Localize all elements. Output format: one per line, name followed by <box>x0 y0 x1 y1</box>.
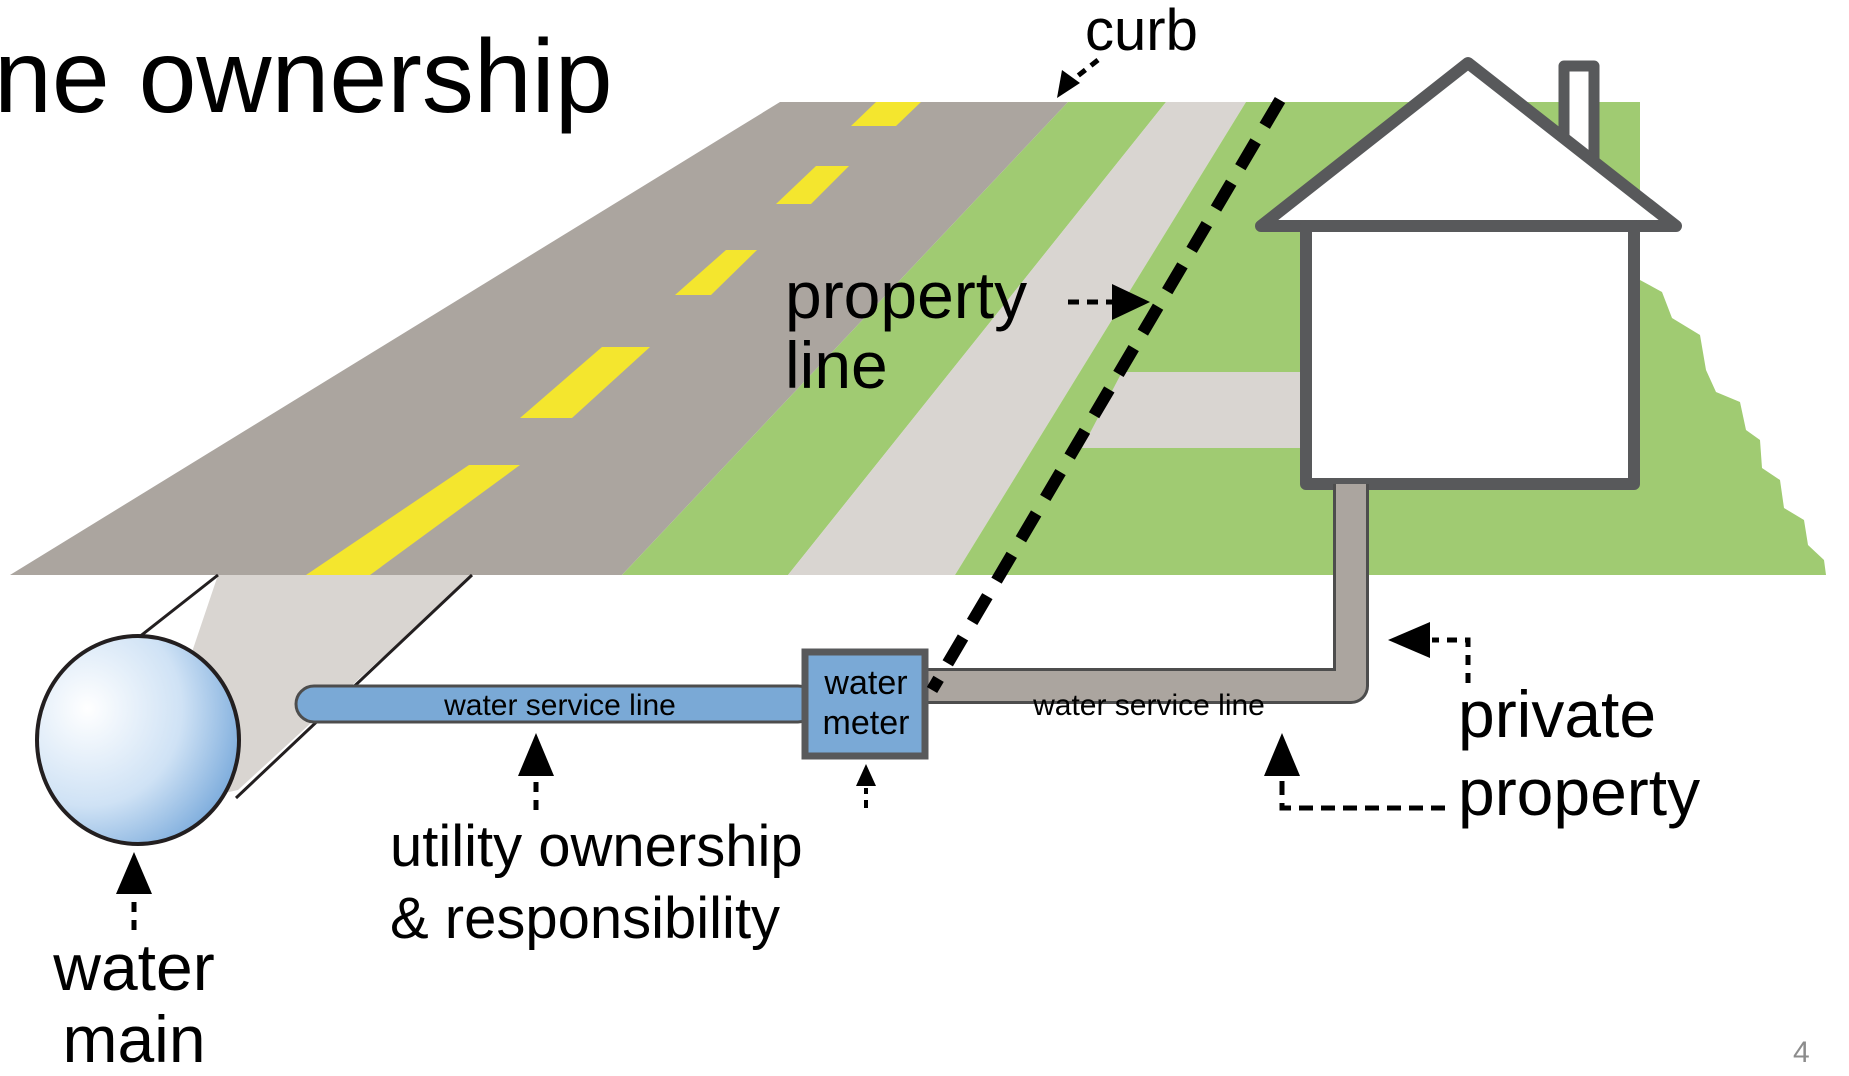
property-line-label-line2: line <box>785 328 888 402</box>
private-riser-pipe-fill <box>926 484 1366 701</box>
water-main-label-line1: water <box>52 930 214 1004</box>
utility-label-line2: & responsibility <box>390 886 780 951</box>
utility-label-line1: utility ownership <box>390 814 803 879</box>
page-number: 4 <box>1793 1036 1810 1069</box>
water-main-label-line2: main <box>62 1002 205 1071</box>
utility-arrow-right <box>856 764 876 808</box>
property-line-label-line1: property <box>785 258 1027 332</box>
utility-service-line: water service line <box>294 684 818 724</box>
sidewalk <box>788 102 1246 575</box>
private-property-label-line1: private <box>1458 677 1656 751</box>
grass-strip <box>622 102 1166 575</box>
slide-title: ne ownership <box>0 19 613 135</box>
private-arrow-lower <box>1264 733 1445 811</box>
property-line <box>926 96 1286 694</box>
curb-label: curb <box>1085 0 1198 63</box>
utility-arrow-left <box>518 733 554 810</box>
walkway <box>1082 372 1320 448</box>
house-body <box>1300 220 1640 490</box>
road-center-dashes <box>306 102 921 575</box>
property-line-arrow <box>1068 284 1150 320</box>
water-meter-label-line2: meter <box>823 704 910 742</box>
water-meter: water meter <box>801 648 929 760</box>
water-main-end <box>35 634 241 846</box>
water-main-arrow <box>116 852 152 930</box>
private-service-line-label: water service line <box>1032 689 1265 722</box>
private-arrow-upper <box>1388 622 1471 683</box>
road <box>10 102 1068 575</box>
curb-arrow <box>1057 58 1100 98</box>
water-meter-box <box>801 648 929 760</box>
private-property-label-line2: property <box>1458 755 1700 829</box>
utility-service-line-label: water service line <box>443 689 676 722</box>
water-meter-label-line1: water <box>823 664 907 702</box>
house <box>1255 57 1682 490</box>
